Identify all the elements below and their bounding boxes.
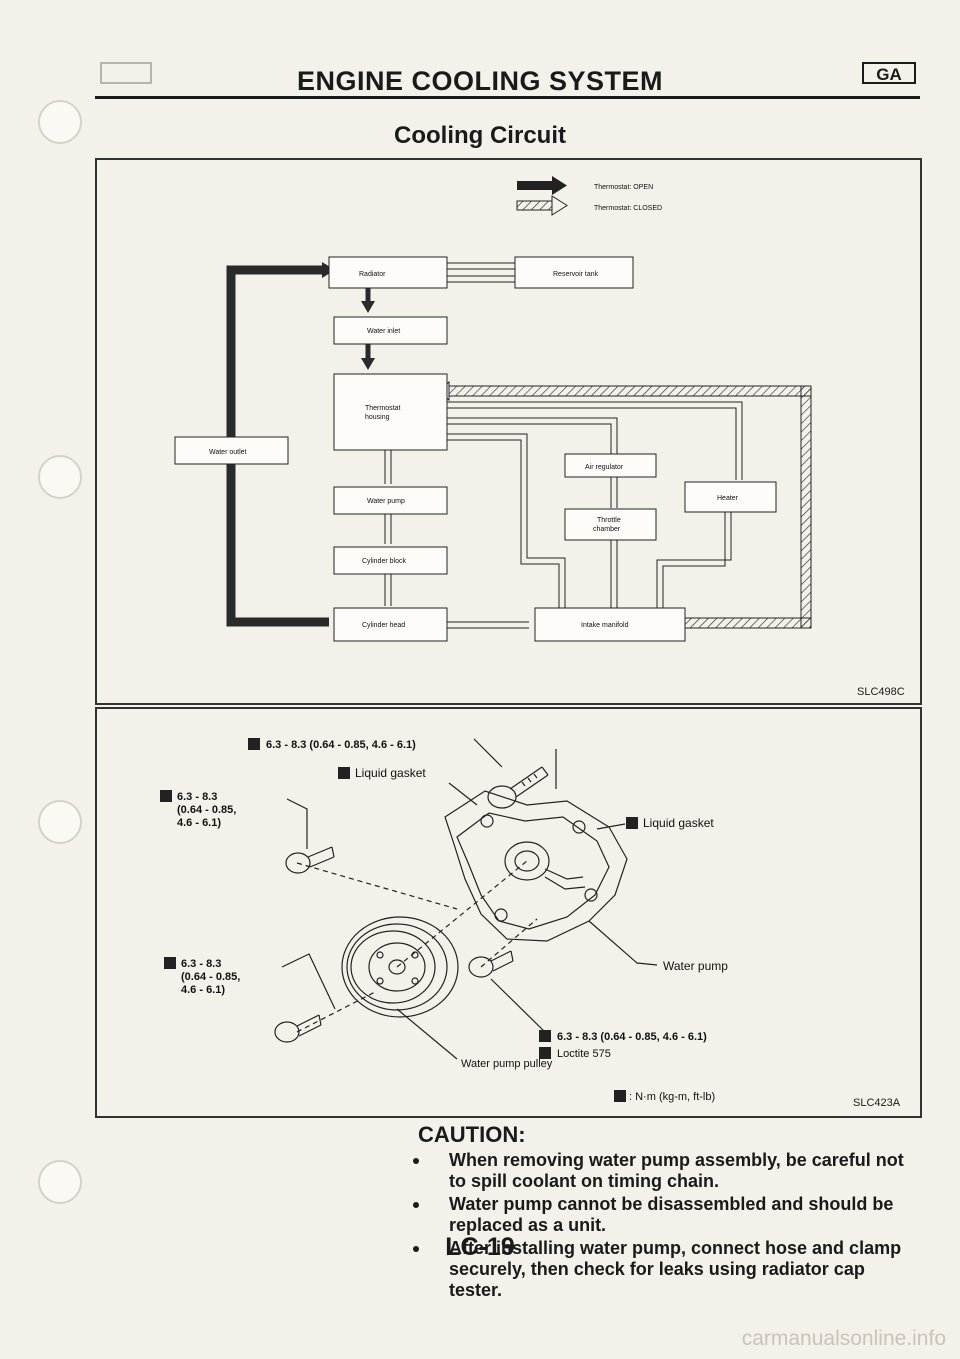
water-pump-pulley [341,916,459,1018]
label-reservoir: Reservoir tank [553,271,599,278]
torque-icon [248,738,260,750]
box-radiator [328,256,448,289]
box-throttle-chamber [564,508,657,541]
liquid-gasket-label-2: Liquid gasket [643,816,714,830]
caution-item: After installing water pump, connect hos… [405,1238,915,1301]
torque-icon [539,1030,551,1042]
caution-item: When removing water pump assembly, be ca… [405,1150,915,1192]
closed-flow-top [448,385,812,397]
box-heater [684,481,777,513]
label-throttle-2: chamber [593,526,621,533]
arrow-radiator-down [361,301,375,313]
torque-left1-line3: 4.6 - 6.1) [177,817,221,829]
cooling-circuit-panel: Thermostat: OPEN Thermostat: CLOSED [95,158,922,705]
caution-item: Water pump cannot be disassembled and sh… [405,1194,915,1236]
watermark: carmanualsonline.info [741,1327,946,1350]
water-pump-panel: 6.3 - 8.3 (0.64 - 0.85, 4.6 - 6.1) Liqui… [95,707,922,1118]
box-cylinder-head [333,607,448,642]
arrow-inlet-down [361,358,375,370]
cooling-circuit-diagram: Thermostat: OPEN Thermostat: CLOSED [174,176,812,642]
bolt-bottom [468,950,514,978]
torque-icon [164,957,176,969]
pump-figure-code: SLC423A [853,1097,901,1109]
box-thermostat-housing [333,373,448,451]
gasket-icon [626,817,638,829]
binder-hole [38,455,82,499]
label-water-inlet: Water inlet [367,328,400,335]
section-title: Cooling Circuit [394,122,566,149]
box-water-inlet [333,316,448,345]
page-header-title: ENGINE COOLING SYSTEM [296,66,664,96]
gasket-icon [338,767,350,779]
binder-hole [38,100,82,144]
label-water-pump: Water pump [367,498,405,505]
page-number: LC-19 [445,1233,515,1261]
torque-icon [160,790,172,802]
label-heater: Heater [717,495,739,502]
caution-list: When removing water pump assembly, be ca… [405,1150,915,1303]
binder-hole [38,800,82,844]
box-intake-manifold [534,607,686,642]
torque-left2-line2: (0.64 - 0.85, [181,971,240,983]
pump-body [444,790,628,942]
box-water-outlet [174,436,289,465]
legend-open: Thermostat: OPEN [517,176,653,195]
label-throttle-1: Throttle [597,517,621,524]
label-radiator: Radiator [359,271,386,278]
liquid-gasket-label-1: Liquid gasket [355,766,426,780]
water-pump-diagram: 6.3 - 8.3 (0.64 - 0.85, 4.6 - 6.1) Liqui… [160,738,728,1103]
box-reservoir-tank [514,256,634,289]
label-air-regulator: Air regulator [585,464,624,471]
left-header-tag [100,62,152,84]
torque-icon [614,1090,626,1102]
closed-flow-right [800,385,812,629]
box-cylinder-block [333,546,448,575]
torque-left1-line2: (0.64 - 0.85, [177,804,236,816]
label-intake-manifold: Intake manifold [581,622,629,629]
water-pump-label: Water pump [663,959,728,973]
bolt-top [487,766,549,809]
label-cylinder-head: Cylinder head [362,622,405,629]
label-water-outlet: Water outlet [209,449,247,456]
label-cylinder-block: Cylinder block [362,558,406,565]
bolt-left-lower [274,1014,322,1043]
caution-title: CAUTION: [418,1122,526,1147]
label-thermostat-2: housing [365,414,390,421]
torque-bottom-label: 6.3 - 8.3 (0.64 - 0.85, 4.6 - 6.1) [557,1031,707,1043]
circuit-figure-code: SLC498C [857,686,905,698]
loctite-label: Loctite 575 [557,1048,611,1060]
header-rule [95,96,920,99]
bolt-left [285,846,335,874]
svg-text:Thermostat: CLOSED: Thermostat: CLOSED [594,205,662,212]
closed-flow-bottom [684,617,812,629]
binder-hole [38,1160,82,1204]
box-air-regulator [564,453,657,478]
label-thermostat-1: Thermostat [365,405,400,412]
torque-left1-line1: 6.3 - 8.3 [177,791,217,803]
right-header-tag: GA [862,62,916,84]
torque-top-label: 6.3 - 8.3 (0.64 - 0.85, 4.6 - 6.1) [266,739,416,751]
units-label: : N·m (kg-m, ft-lb) [629,1091,715,1103]
svg-text:Thermostat: OPEN: Thermostat: OPEN [594,184,653,191]
box-water-pump [333,486,448,515]
torque-left2-line3: 4.6 - 6.1) [181,984,225,996]
loctite-icon [539,1047,551,1059]
legend-closed: Thermostat: CLOSED [516,195,662,216]
pulley-label: Water pump pulley [461,1058,553,1070]
torque-left2-line1: 6.3 - 8.3 [181,958,221,970]
